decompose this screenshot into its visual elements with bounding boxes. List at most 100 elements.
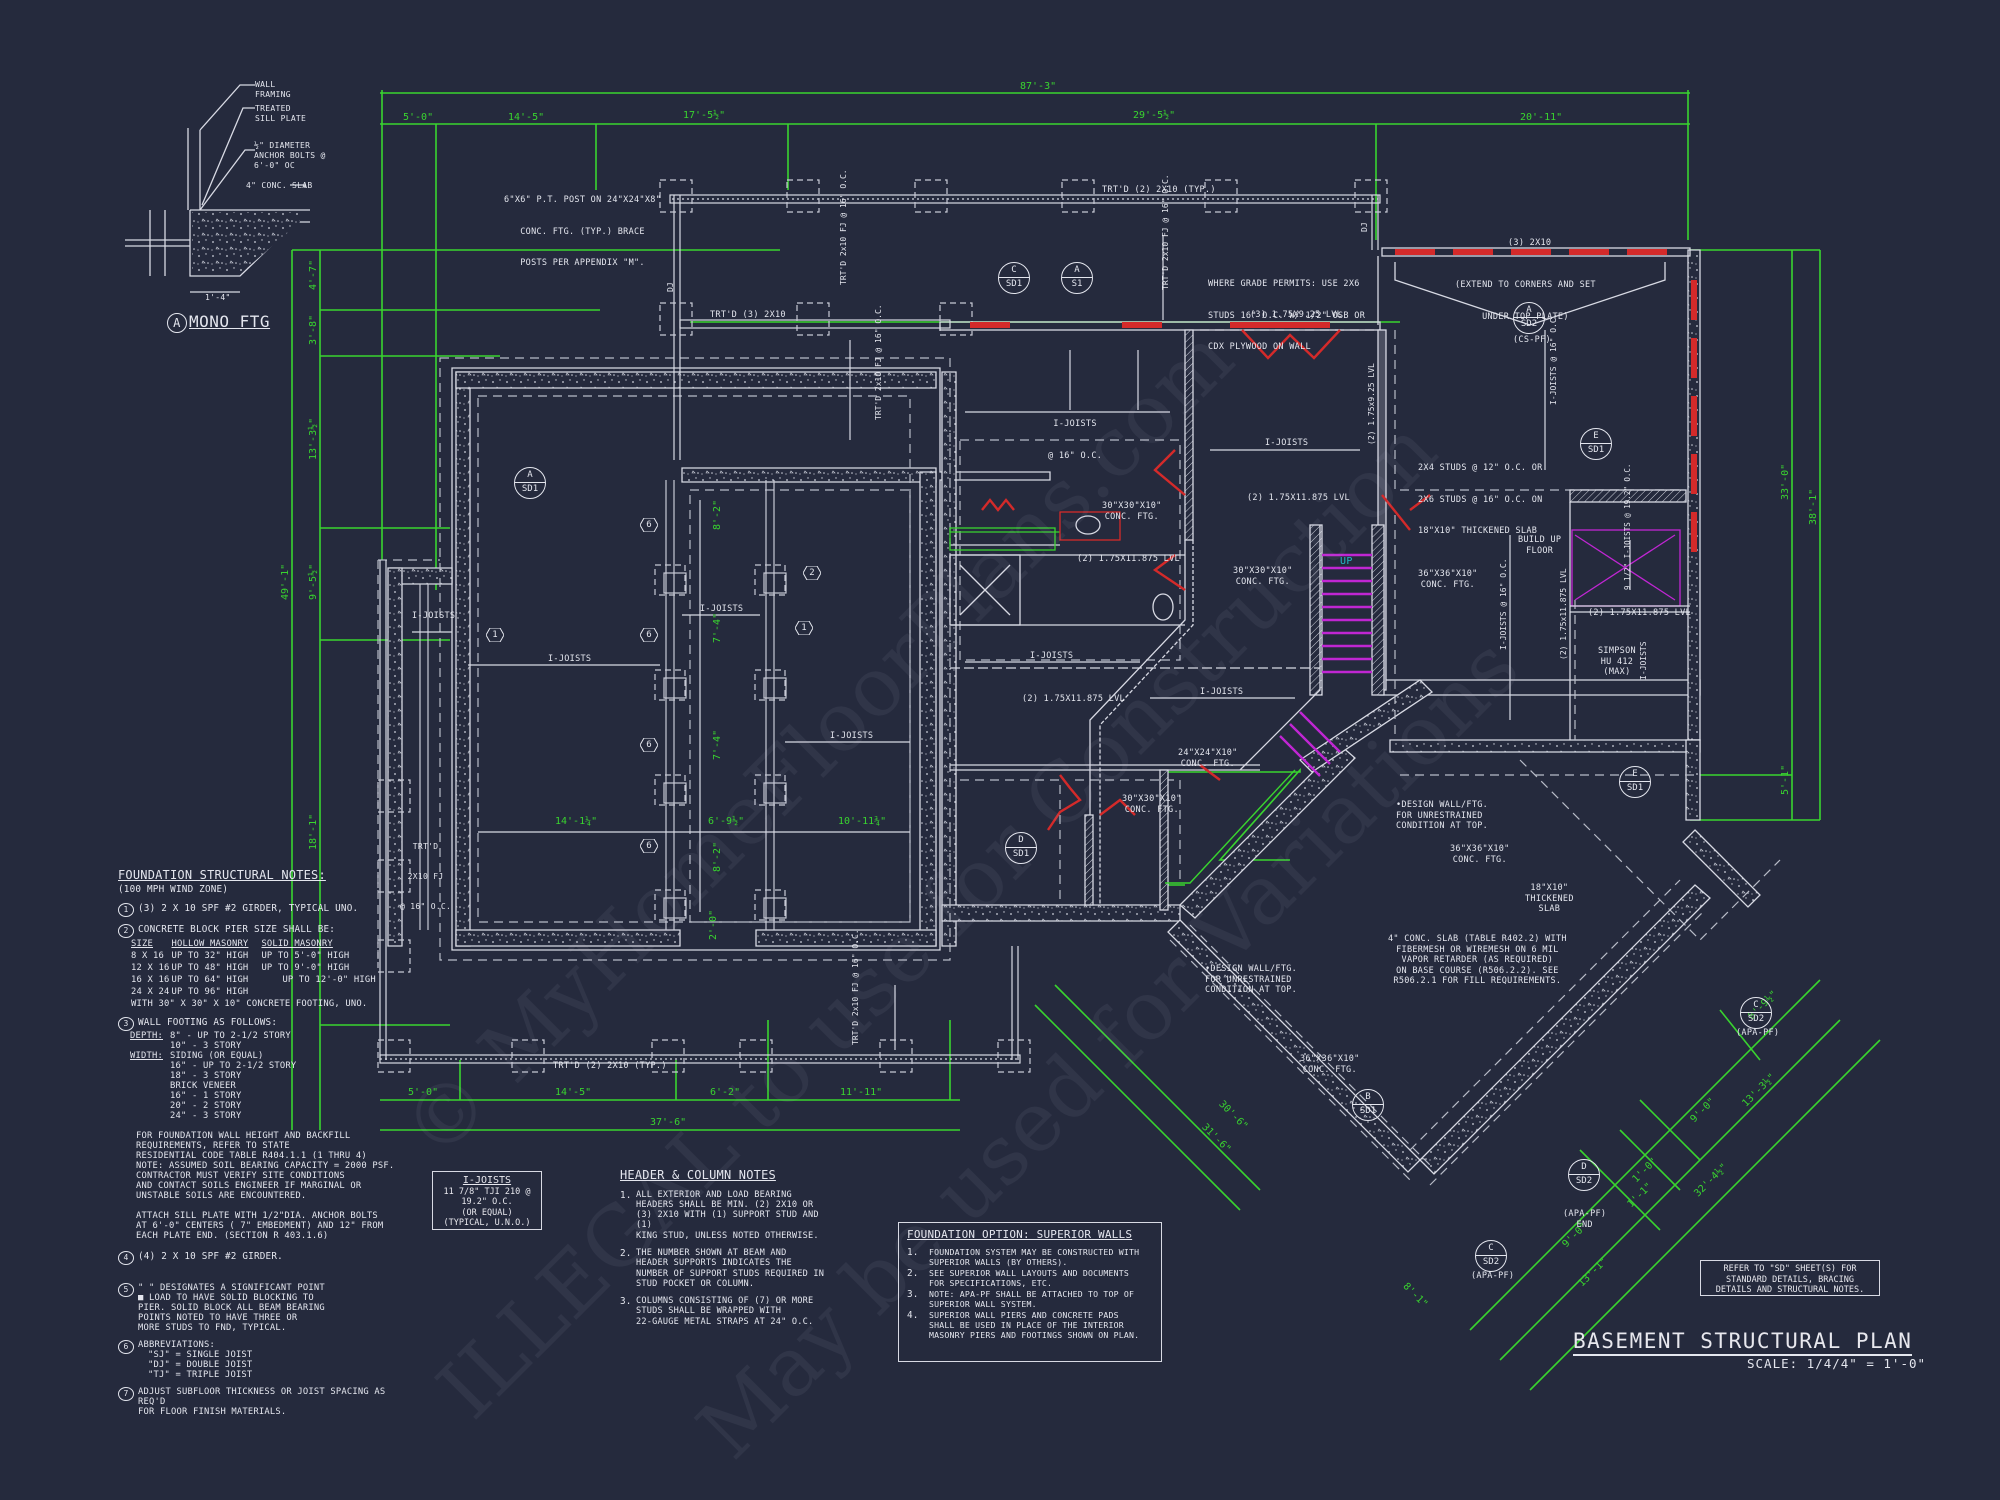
note-tag-1: 1 — [486, 628, 504, 642]
dim-bottom-3: 6'-2" — [710, 1087, 741, 1098]
sill-plate-note: ATTACH SILL PLATE WITH 1/2"dia. ANCHOR B… — [136, 1211, 384, 1241]
superior-note-3: 3. NOTE: APA-PF SHALL BE ATTACHED TO TOP… — [907, 1288, 1135, 1309]
mono-ftg-label-slab: 4" CONC. SLAB — [246, 181, 313, 190]
foundation-note-7: 7 ADJUST SUBFLOOR THICKNESS OR JOIST SPA… — [118, 1387, 408, 1417]
label-trtd-fj-left: TRT'D 2x10 FJ @ 16" O.C. — [400, 842, 452, 911]
label-ijoists-4: I-JOISTS — [700, 604, 744, 614]
label-ftg-30-2: 30"x30"x10"CONC. FTG. — [1233, 566, 1293, 587]
label-lvl-11875-3: (2) 1.75x11.875 LVL — [1022, 694, 1125, 704]
pier-size-table: SIZE HOLLOW MASONRY SOLID MASONRY 8 x 16… — [131, 939, 376, 1009]
dim-bottom-1: 5'-0" — [408, 1087, 439, 1098]
interior-green-lines — [1165, 769, 1296, 884]
dim-interior-5: 7'-4" — [712, 612, 723, 643]
mono-ftg-label-sill-plate: TREATED SILL PLATE — [255, 104, 307, 123]
label-lvl-11875-2: (2) 1.75x11.875 LVL — [1247, 493, 1350, 503]
dim-top-3: 17'-5½" — [683, 110, 726, 121]
label-ftg-30-3: 30"x30"x10"CONC. FTG. — [1122, 794, 1182, 815]
label-header-3-2x10: (3) 2x10 — [1508, 238, 1552, 248]
header-column-title: HEADER & COLUMN NOTES — [620, 1168, 776, 1182]
superior-note-2: 2. SEE SUPERIOR WALL LAYOUTS AND DOCUMEN… — [907, 1267, 1130, 1288]
foundation-structural-notes: FOUNDATION STRUCTURAL NOTES: (100 MPH WI… — [118, 869, 408, 1417]
label-lvl-2-925-vert: (2) 1.75x9.25 LVL — [1367, 363, 1376, 445]
mono-ftg-label-anchor-bolts: ½" DIAMETER ANCHOR BOLTS @ 6'-0" OC — [254, 141, 326, 170]
deck-framing — [379, 194, 1381, 1064]
dim-bottom-2: 14'-5" — [555, 1087, 592, 1098]
label-lvl-11875-vert: (2) 1.75x11.875 LVL — [1559, 568, 1568, 660]
foundation-note-4: 4(4) 2 x 10 SPF #2 GIRDER. — [118, 1251, 408, 1265]
dim-left-4: 9'-5½" — [308, 563, 319, 600]
dim-top-4: 29'-5½" — [1133, 110, 1176, 121]
superior-walls-title: FOUNDATION OPTION: SUPERIOR WALLS — [907, 1228, 1133, 1241]
sheet-scale: SCALE: 1/4/4" = 1'-0" — [1747, 1356, 1927, 1371]
foundation-notes-subtitle: (100 MPH WIND ZONE) — [118, 883, 229, 895]
detail-name: MONO FTG — [189, 312, 271, 331]
label-apa-pf-2: (APA-PF)END — [1563, 1209, 1607, 1230]
foundation-note-1: 1(3) 2 x 10 SPF #2 GIRDER, TYPICAL UNO. — [118, 903, 408, 917]
stair-up-label: UP — [1340, 556, 1353, 567]
dim-top-overall: 87'-3" — [1020, 81, 1057, 92]
footing-outlines — [377, 329, 1781, 1186]
superior-walls-box: FOUNDATION OPTION: SUPERIOR WALLS 1. FOU… — [898, 1222, 1162, 1362]
dim-interior-4: 8'-2" — [712, 499, 723, 530]
dim-left-1: 4'-7" — [308, 259, 319, 290]
label-ftg-36-3: 36"x36"x10"CONC. FTG. — [1300, 1054, 1360, 1075]
dim-interior-8: 2'-0" — [708, 909, 719, 940]
dim-top-1: 5'-0" — [403, 112, 434, 123]
note-tag-6: 6 — [640, 628, 658, 642]
label-trtd-2x10-top: TRT'D (2) 2x10 (TYP.) — [1102, 185, 1216, 195]
note-tag-6: 6 — [640, 518, 658, 532]
dim-interior-1: 14'-1¼" — [555, 816, 598, 827]
label-ijoists-6: I-JOISTS — [1030, 651, 1074, 661]
dim-left-overall: 49'-1" — [280, 563, 291, 600]
mono-ftg-label-wall-framing: WALL FRAMING — [255, 80, 291, 99]
dim-interior-6: 7'-4" — [712, 729, 723, 760]
label-ftg-30-1: 30"x30"x10"CONC. FTG. — [1102, 501, 1162, 522]
dim-interior-7: 8'-2" — [712, 841, 723, 872]
dim-right-2: 5'-1" — [1780, 764, 1791, 795]
foundation-note-6: 6 ABBREVIATIONS: "SJ" = SINGLE JOIST "DJ… — [118, 1340, 408, 1380]
label-ijoists-vert-1: I-JOISTS @ 16" O.C. — [1549, 313, 1558, 405]
label-lvl-11875-4: (2) 1.75x11.875 LVL — [1588, 608, 1691, 618]
detail-letter: A — [167, 313, 187, 333]
label-trtd-fj-3: TRT'D 2x10 FJ @ 16" O.C. — [874, 304, 883, 420]
openings-red — [970, 249, 1697, 831]
label-ftg-36-1: 36"x36"x10"CONC. FTG. — [1418, 569, 1478, 590]
studs-note: 2x4 STUDS @ 12" O.C. OR 2x6 STUDS @ 16" … — [1418, 463, 1543, 536]
label-trtd-3-2x10: TRT'D (3) 2x10 — [710, 310, 786, 320]
dim-right-overall: 38'-1" — [1808, 488, 1819, 525]
label-ijoists-vert-4: I-JOISTS — [1639, 641, 1648, 680]
post-note: 6"x6" P.T. POST ON 24"x24"x8" CONC. FTG.… — [504, 195, 662, 268]
label-ijoists-3: I-JOISTS — [548, 654, 592, 664]
label-ftg-36-2: 36"x36"x10"CONC. FTG. — [1450, 844, 1510, 865]
note-tag-6: 6 — [640, 738, 658, 752]
dim-left-3: 13'-3½" — [308, 417, 319, 460]
dim-top-2: 14'-5" — [508, 112, 545, 123]
label-trtd-fj-4: TRT'D 2x10 FJ @ 16" O.C. — [851, 929, 860, 1045]
refer-sd-box: REFER TO "SD" SHEET(S) FOR STANDARD DETA… — [1700, 1260, 1880, 1296]
stair-treads — [1279, 553, 1372, 777]
wall-footing-table: DEPTH:8" - UP TO 2-1/2 STORY 10" - 3 STO… — [130, 1031, 297, 1121]
note-tag-6: 6 — [640, 839, 658, 853]
note-tag-1: 1 — [795, 621, 813, 635]
dim-left-2: 3'-8" — [308, 314, 319, 345]
label-ftg-24: 24"x24"x10"CONC. FTG. — [1178, 748, 1238, 769]
ijoist-spec-box: I-JOISTS 11 7/8" TJI 210 @ 19.2" O.C. (O… — [432, 1171, 542, 1230]
label-ijoists-2: I-JOISTS — [412, 611, 456, 621]
label-trtd-2x10-bottom: TRT'D (2) 2x10 (TYP.) — [553, 1061, 667, 1071]
